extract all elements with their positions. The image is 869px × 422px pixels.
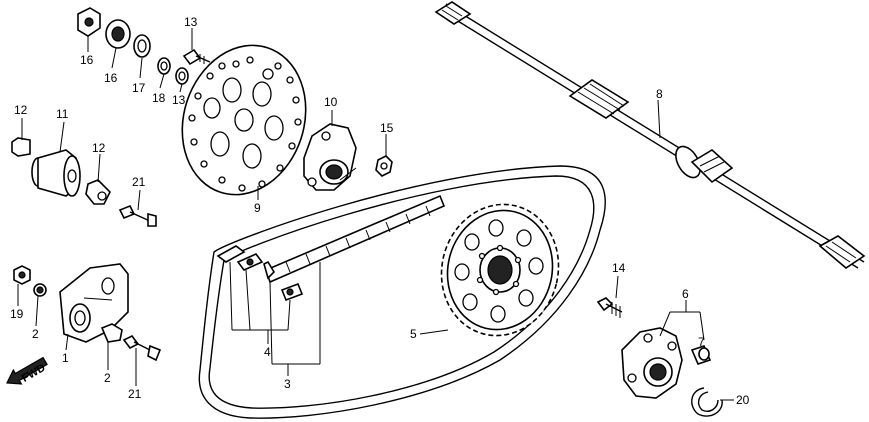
chain-section (263, 194, 446, 284)
rear-axle (434, 1, 866, 269)
master-link (216, 245, 304, 302)
callout-9: 9 (254, 201, 261, 215)
callout-11: 11 (56, 107, 69, 121)
callout-2-upper: 2 (32, 327, 39, 341)
fwd-arrow-icon (6, 356, 48, 385)
callout-5: 5 (410, 327, 417, 341)
callout-6: 6 (682, 287, 689, 301)
chain-roller-assembly (11, 137, 157, 227)
brake-disc (181, 44, 307, 196)
brake-hub (303, 123, 357, 191)
nut-15 (375, 155, 393, 177)
hardware-top-left (77, 7, 211, 85)
sprocket-flange-assembly (621, 327, 723, 417)
callout-13-washer: 13 (172, 93, 186, 107)
callout-17: 17 (132, 81, 146, 95)
callout-8: 8 (656, 87, 663, 101)
callout-3: 3 (284, 377, 291, 391)
tensioner-assembly (13, 263, 162, 362)
callout-16-right: 16 (104, 71, 118, 85)
callout-21-upper: 21 (132, 175, 146, 189)
callout-1: 1 (62, 351, 69, 365)
callout-labels: 16 16 17 18 13 13 12 11 12 21 9 10 15 8 … (10, 15, 750, 407)
callout-12-left: 12 (14, 103, 28, 117)
callout-10: 10 (324, 95, 338, 109)
callout-2-lower: 2 (104, 371, 111, 385)
drive-chain-loop (198, 165, 606, 419)
callout-7: 7 (698, 335, 705, 349)
callout-16-left: 16 (80, 53, 94, 67)
callout-18: 18 (152, 91, 166, 105)
callout-19: 19 (10, 307, 24, 321)
callout-12-right: 12 (92, 141, 106, 155)
callout-13-bolt: 13 (184, 15, 198, 29)
leader-lines (17, 28, 734, 401)
driven-sprocket (440, 203, 560, 337)
stud-bolt (596, 297, 623, 318)
callout-15: 15 (380, 121, 394, 135)
fwd-label: FWD (20, 362, 48, 385)
callout-21-lower: 21 (128, 387, 142, 401)
callout-14: 14 (612, 261, 626, 275)
callout-4: 4 (264, 345, 271, 359)
callout-20: 20 (736, 393, 750, 407)
